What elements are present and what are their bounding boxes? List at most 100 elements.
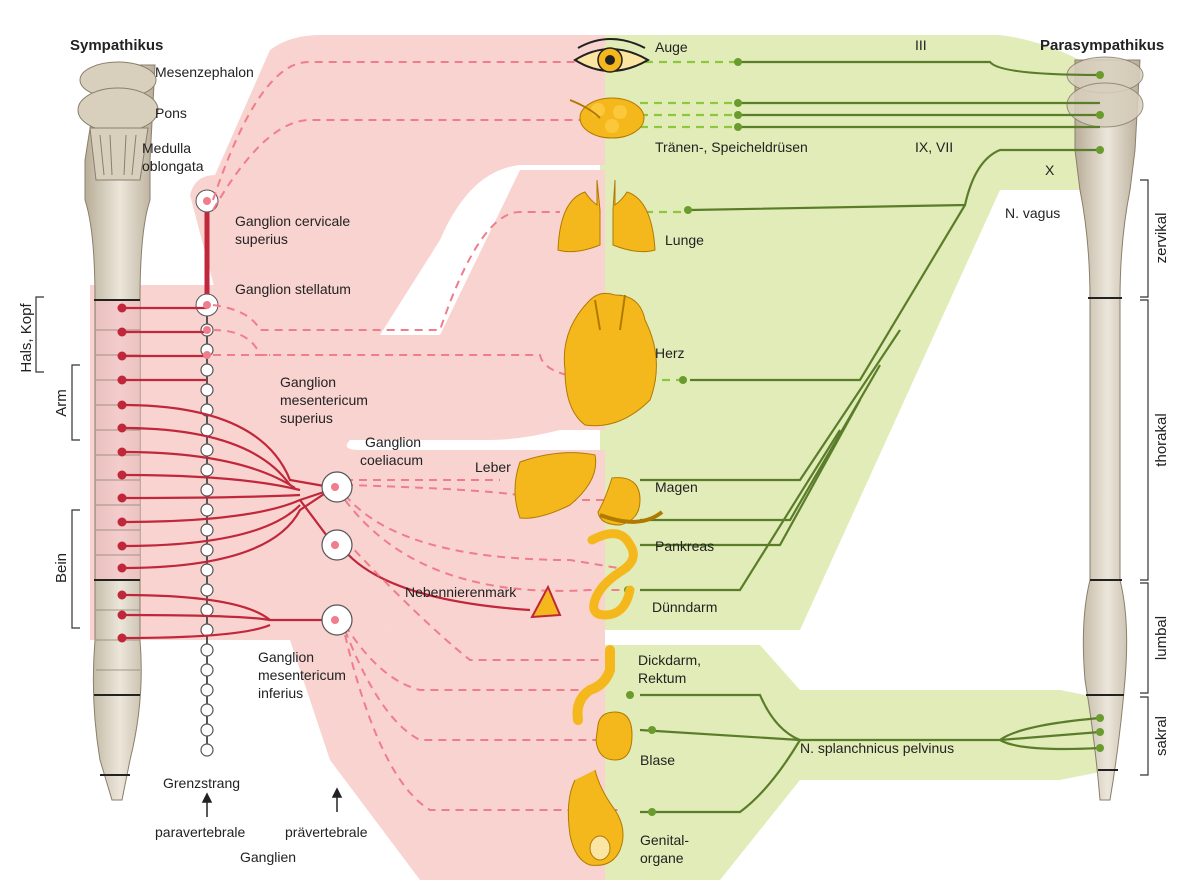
chain-ganglion	[200, 543, 214, 557]
label-pankreas: Pankreas	[655, 538, 714, 554]
label-ganglion-mes-inf-2: mesentericum	[258, 667, 346, 683]
label-nerve-x: X	[1045, 162, 1055, 178]
label-ganglien: Ganglien	[240, 849, 296, 865]
glands-icon	[569, 97, 645, 139]
spinal-neuron-dot	[117, 633, 127, 643]
label-ganglion-stellatum: Ganglion stellatum	[235, 281, 351, 297]
label-praevertebrale: prävertebrale	[285, 824, 368, 840]
label-arm: Arm	[53, 389, 70, 417]
spinal-neuron-dot	[117, 541, 127, 551]
chain-ganglion	[200, 643, 214, 657]
spinal-neuron-dot	[117, 303, 127, 313]
label-zervikal: zervikal	[1153, 213, 1170, 264]
chain-ganglion	[200, 443, 214, 457]
sympathetic-postganglionic-fibers	[212, 60, 640, 811]
label-lumbal: lumbal	[1153, 616, 1170, 660]
stomach-icon	[597, 477, 664, 526]
spinal-neuron-dot	[117, 563, 127, 573]
spinal-neuron-dot	[117, 400, 127, 410]
label-nerve-ix-vii: IX, VII	[915, 139, 953, 155]
label-herz: Herz	[655, 345, 685, 361]
chain-ganglion	[200, 623, 214, 637]
label-ganglion-coeliacum-1: Ganglion	[365, 434, 421, 450]
label-genital-1: Genital-	[640, 832, 689, 848]
label-duenndarm: Dünndarm	[652, 599, 717, 615]
parasympathetic-preganglionic-fibers	[639, 60, 1101, 814]
sympathetic-spinal-dots	[117, 303, 127, 643]
label-nerve-iii: III	[915, 37, 927, 53]
spinal-neuron-dot	[117, 447, 127, 457]
sympathetic-preganglionic-fibers	[122, 306, 207, 382]
chain-ganglion	[200, 383, 214, 397]
chain-ganglion	[200, 423, 214, 437]
chain-ganglion	[200, 483, 214, 497]
label-medulla-1: Medulla	[142, 140, 191, 156]
ganglion-chain	[200, 323, 214, 757]
right-region-brackets	[1140, 179, 1149, 776]
labels: Sympathikus Parasympathikus Mesenzephalo…	[18, 37, 1170, 866]
spinal-neuron-dot	[117, 517, 127, 527]
label-magen: Magen	[655, 479, 698, 495]
prevertebral-ganglia	[203, 197, 353, 636]
spinal-neuron-dot	[117, 610, 127, 620]
parasympathetic-region	[600, 35, 1110, 880]
right-spinal-cord	[1066, 56, 1144, 801]
spinal-neuron-dot	[117, 423, 127, 433]
label-lunge: Lunge	[665, 232, 704, 248]
sympathetic-fiber-bundles	[121, 403, 531, 640]
chain-ganglion	[200, 363, 214, 377]
label-blase: Blase	[640, 752, 675, 768]
label-ganglion-mes-sup-1: Ganglion	[280, 374, 336, 390]
label-ganglion-cervicale-2: superius	[235, 231, 288, 247]
label-n-vagus: N. vagus	[1005, 205, 1060, 221]
left-spinal-cord	[77, 61, 159, 801]
label-pons: Pons	[155, 105, 187, 121]
label-ganglion-coeliacum-2: coeliacum	[360, 452, 423, 468]
chain-ganglion	[200, 603, 214, 617]
label-druesen: Tränen-, Speicheldrüsen	[655, 139, 808, 155]
footer-arrows	[201, 787, 343, 817]
label-auge: Auge	[655, 39, 688, 55]
label-dickdarm-1: Dickdarm,	[638, 652, 701, 668]
label-dickdarm-2: Rektum	[638, 670, 686, 686]
parasympathikus-title: Parasympathikus	[1040, 37, 1164, 54]
left-region-brackets	[35, 296, 80, 629]
spinal-neuron-dot	[117, 590, 127, 600]
chain-ganglion	[200, 723, 214, 737]
label-ganglion-mes-sup-3: superius	[280, 410, 333, 426]
eye-icon	[573, 38, 650, 73]
label-leber: Leber	[475, 459, 511, 475]
label-hals-kopf: Hals, Kopf	[18, 303, 35, 373]
sympathetic-region	[90, 35, 605, 880]
genital-organs-icon	[567, 769, 624, 866]
label-thorakal: thorakal	[1153, 413, 1170, 466]
liver-icon	[514, 452, 597, 519]
chain-ganglion	[200, 523, 214, 537]
label-ganglion-mes-inf-3: inferius	[258, 685, 303, 701]
spinal-neuron-dot	[117, 351, 127, 361]
label-n-splanchnicus: N. splanchnicus pelvinus	[800, 740, 954, 756]
label-ganglion-mes-inf-1: Ganglion	[258, 649, 314, 665]
label-genital-2: organe	[640, 850, 684, 866]
chain-ganglion	[200, 563, 214, 577]
label-bein: Bein	[53, 553, 70, 583]
spinal-neuron-dot	[117, 327, 127, 337]
sympathikus-title: Sympathikus	[70, 37, 163, 54]
label-nebennierenmark: Nebennierenmark	[405, 584, 517, 600]
chain-ganglion	[200, 663, 214, 677]
colon-icon	[572, 645, 615, 725]
heart-icon	[563, 292, 657, 427]
label-mesenzephalon: Mesenzephalon	[155, 64, 254, 80]
adrenal-gland-icon	[530, 584, 562, 619]
chain-ganglion	[200, 583, 214, 597]
spinal-neuron-dot	[117, 493, 127, 503]
label-ganglion-mes-sup-2: mesentericum	[280, 392, 368, 408]
label-paravertebrale: paravertebrale	[155, 824, 245, 840]
label-grenzstrang: Grenzstrang	[163, 775, 240, 791]
chain-ganglion	[200, 683, 214, 697]
spinal-neuron-dot	[117, 375, 127, 385]
label-ganglion-cervicale-1: Ganglion cervicale	[235, 213, 350, 229]
chain-ganglion	[200, 703, 214, 717]
